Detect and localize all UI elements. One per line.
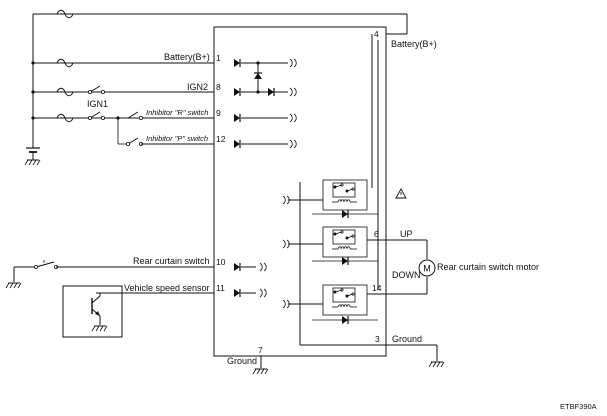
pin-11: 11 — [216, 283, 225, 293]
rear-curtain-switch-circuit — [5, 260, 214, 289]
pin-6: 6 — [374, 229, 379, 239]
ground-wiring — [252, 344, 445, 375]
motor-symbol — [418, 259, 436, 277]
pin-3: 3 — [375, 334, 380, 344]
pin-4: 4 — [374, 29, 379, 39]
label-inhibitor-p: Inhibitor "P" switch — [146, 134, 208, 143]
label-motor: Rear curtain switch motor — [437, 262, 539, 272]
label-vehicle-speed-sensor: Vehicle speed sensor — [124, 283, 210, 293]
fuse-branches — [31, 58, 214, 123]
label-ign2: IGN2 — [187, 82, 208, 92]
inhibitor-wiring — [116, 111, 214, 146]
relay-bank — [282, 34, 386, 346]
label-ign1: IGN1 — [87, 99, 108, 109]
label-battery-right: Battery(B+) — [391, 39, 437, 49]
pin-14: 14 — [372, 283, 382, 293]
label-down: DOWN — [392, 270, 421, 280]
motor-letter: M — [423, 264, 431, 274]
pin-10: 10 — [216, 257, 226, 267]
figure-code: ETBF390A — [560, 402, 597, 411]
pin-7: 7 — [258, 345, 263, 355]
label-ground-right: Ground — [392, 334, 422, 344]
label-up: UP — [400, 229, 413, 239]
pin-8: 8 — [216, 82, 221, 92]
battery-ground — [24, 118, 41, 166]
label-battery-top: Battery(B+) — [164, 52, 210, 62]
input-diodes — [233, 58, 297, 298]
pin-9: 9 — [216, 108, 221, 118]
warning-icon — [395, 188, 407, 199]
ignition-switches — [88, 85, 106, 121]
label-ground-bottom: Ground — [227, 356, 257, 366]
pin-12: 12 — [216, 134, 226, 144]
vehicle-speed-sensor-box — [62, 285, 214, 338]
control-module-outline — [213, 26, 387, 357]
label-rear-curtain-switch: Rear curtain switch — [133, 256, 210, 266]
battery-supply-wiring — [32, 9, 408, 118]
motor-circuit: M — [386, 239, 436, 295]
pin-1: 1 — [216, 53, 221, 63]
label-inhibitor-r: Inhibitor "R" switch — [146, 108, 208, 117]
